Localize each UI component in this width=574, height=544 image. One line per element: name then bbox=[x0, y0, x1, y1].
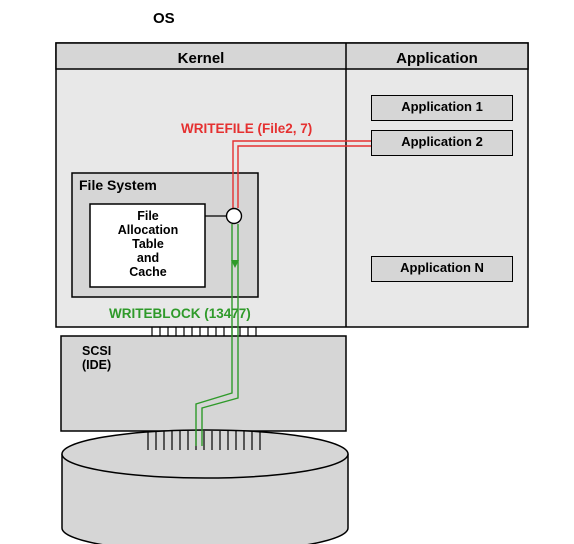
scsi-line: (IDE) bbox=[82, 358, 112, 372]
fat-box bbox=[89, 203, 206, 288]
fat-label: File Allocation Table and Cache bbox=[92, 209, 204, 279]
application-n-box: Application N bbox=[371, 256, 513, 282]
fat-line: Allocation bbox=[117, 223, 179, 237]
fat-line: Cache bbox=[129, 265, 167, 279]
application-2-box: Application 2 bbox=[371, 130, 513, 156]
fat-line: Table bbox=[132, 237, 164, 251]
writefile-label: WRITEFILE (File2, 7) bbox=[181, 121, 313, 136]
fat-line: File bbox=[137, 209, 159, 223]
file-system-title: File System bbox=[79, 177, 157, 193]
application-1-box: Application 1 bbox=[371, 95, 513, 121]
writefile-path bbox=[232, 140, 371, 208]
scsi-line: SCSI bbox=[82, 344, 112, 358]
kernel-title: Kernel bbox=[177, 50, 225, 67]
os-header bbox=[55, 42, 529, 70]
writeblock-label: WRITEBLOCK (13477) bbox=[109, 306, 251, 321]
junction-node bbox=[225, 207, 243, 225]
disk-body bbox=[61, 454, 349, 544]
scsi-box bbox=[60, 335, 347, 432]
os-title: OS bbox=[153, 10, 175, 27]
writeblock-path bbox=[195, 224, 239, 446]
application-title: Application bbox=[396, 50, 478, 67]
disk-top bbox=[61, 429, 349, 479]
scsi-label: SCSI (IDE) bbox=[82, 344, 111, 372]
writeblock-arrow-icon bbox=[231, 260, 239, 268]
fat-line: and bbox=[136, 251, 160, 265]
kernel-bus-pins bbox=[151, 327, 257, 336]
